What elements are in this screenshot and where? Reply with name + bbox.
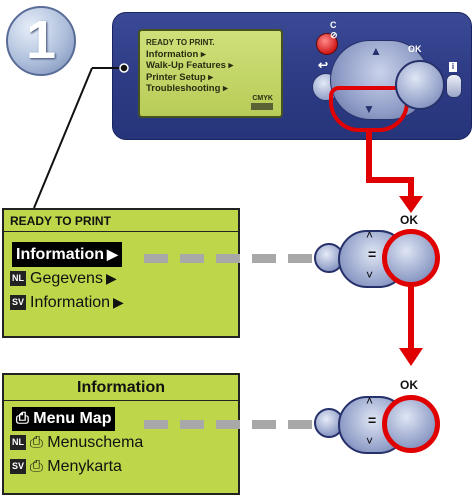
dash-connector <box>180 420 204 429</box>
dash-connector <box>252 254 276 263</box>
panel-lcd-item: Printer Setup ▸ <box>146 71 214 83</box>
dash-connector <box>288 254 312 263</box>
down-arrow-icon: ˅ <box>366 268 374 282</box>
red-arrow-path <box>366 132 414 198</box>
ok-button[interactable] <box>395 60 445 110</box>
cancel-icon: C⊘ <box>330 20 338 40</box>
dash-connector <box>252 420 276 429</box>
ok-label: OK <box>400 213 418 227</box>
up-arrow-icon: ˄ <box>366 394 374 408</box>
language-code: NL <box>10 271 26 286</box>
equals-icon: = <box>368 246 377 262</box>
panel-lcd-item: Walk-Up Features ▸ <box>146 60 234 71</box>
cancel-button[interactable] <box>316 33 338 55</box>
up-arrow-icon: ▲ <box>370 44 382 58</box>
chevron-right-icon: ▶ <box>107 246 118 262</box>
screen-title: Information <box>4 375 238 401</box>
down-button-highlight[interactable] <box>329 86 409 132</box>
equals-icon: = <box>368 412 377 428</box>
red-arrow-head <box>399 196 423 213</box>
toner-gauge <box>251 103 273 110</box>
lcd-screen-information: Information ⎙ Menu Map NL⎙ Menuschema SV… <box>2 373 240 495</box>
language-code: SV <box>10 295 26 310</box>
panel-lcd-status: READY TO PRINT. <box>146 38 215 47</box>
step-number-badge: 1 <box>6 6 76 76</box>
menu-item-selected[interactable]: ⎙ Menu Map <box>4 407 238 431</box>
dash-connector <box>180 254 204 263</box>
info-icon: i <box>449 62 457 72</box>
callout-line <box>33 67 93 209</box>
dash-connector <box>216 420 240 429</box>
language-code: NL <box>10 435 26 450</box>
language-code: SV <box>10 459 26 474</box>
menu-item-nl: NL⎙ Menuschema <box>10 434 144 451</box>
callout-dot <box>119 63 129 73</box>
down-arrow-icon: ▼ <box>363 102 375 116</box>
dash-connector <box>288 420 312 429</box>
ok-button[interactable] <box>382 395 440 453</box>
red-arrow-head <box>399 348 423 366</box>
printer-icon: ⎙ <box>30 458 48 475</box>
screen-title: READY TO PRINT <box>4 210 238 232</box>
chevron-right-icon: ▶ <box>105 270 117 286</box>
dash-connector <box>216 254 240 263</box>
ok-button[interactable] <box>382 229 440 287</box>
down-arrow-icon: ˅ <box>366 434 374 448</box>
panel-lcd-item: Troubleshooting ▸ <box>146 83 228 94</box>
ok-label: OK <box>400 378 418 392</box>
up-arrow-icon: ˄ <box>366 228 374 242</box>
ok-label: OK <box>408 44 422 54</box>
chevron-right-icon: ▶ <box>113 294 124 310</box>
back-arrow-icon: ↩ <box>318 58 329 72</box>
menu-item-sv: SV⎙ Menykarta <box>10 458 122 475</box>
cmyk-label: CMYK <box>252 94 273 102</box>
panel-lcd-item: Information ▸ <box>146 48 206 60</box>
printer-icon: ⎙ <box>16 410 34 427</box>
info-button[interactable] <box>446 74 462 98</box>
dash-connector <box>144 254 168 263</box>
printer-icon: ⎙ <box>30 434 48 451</box>
panel-lcd-display: READY TO PRINT. Information ▸ Walk-Up Fe… <box>138 29 283 118</box>
dash-connector <box>144 420 168 429</box>
menu-item-selected[interactable]: Information▶ <box>4 242 238 267</box>
